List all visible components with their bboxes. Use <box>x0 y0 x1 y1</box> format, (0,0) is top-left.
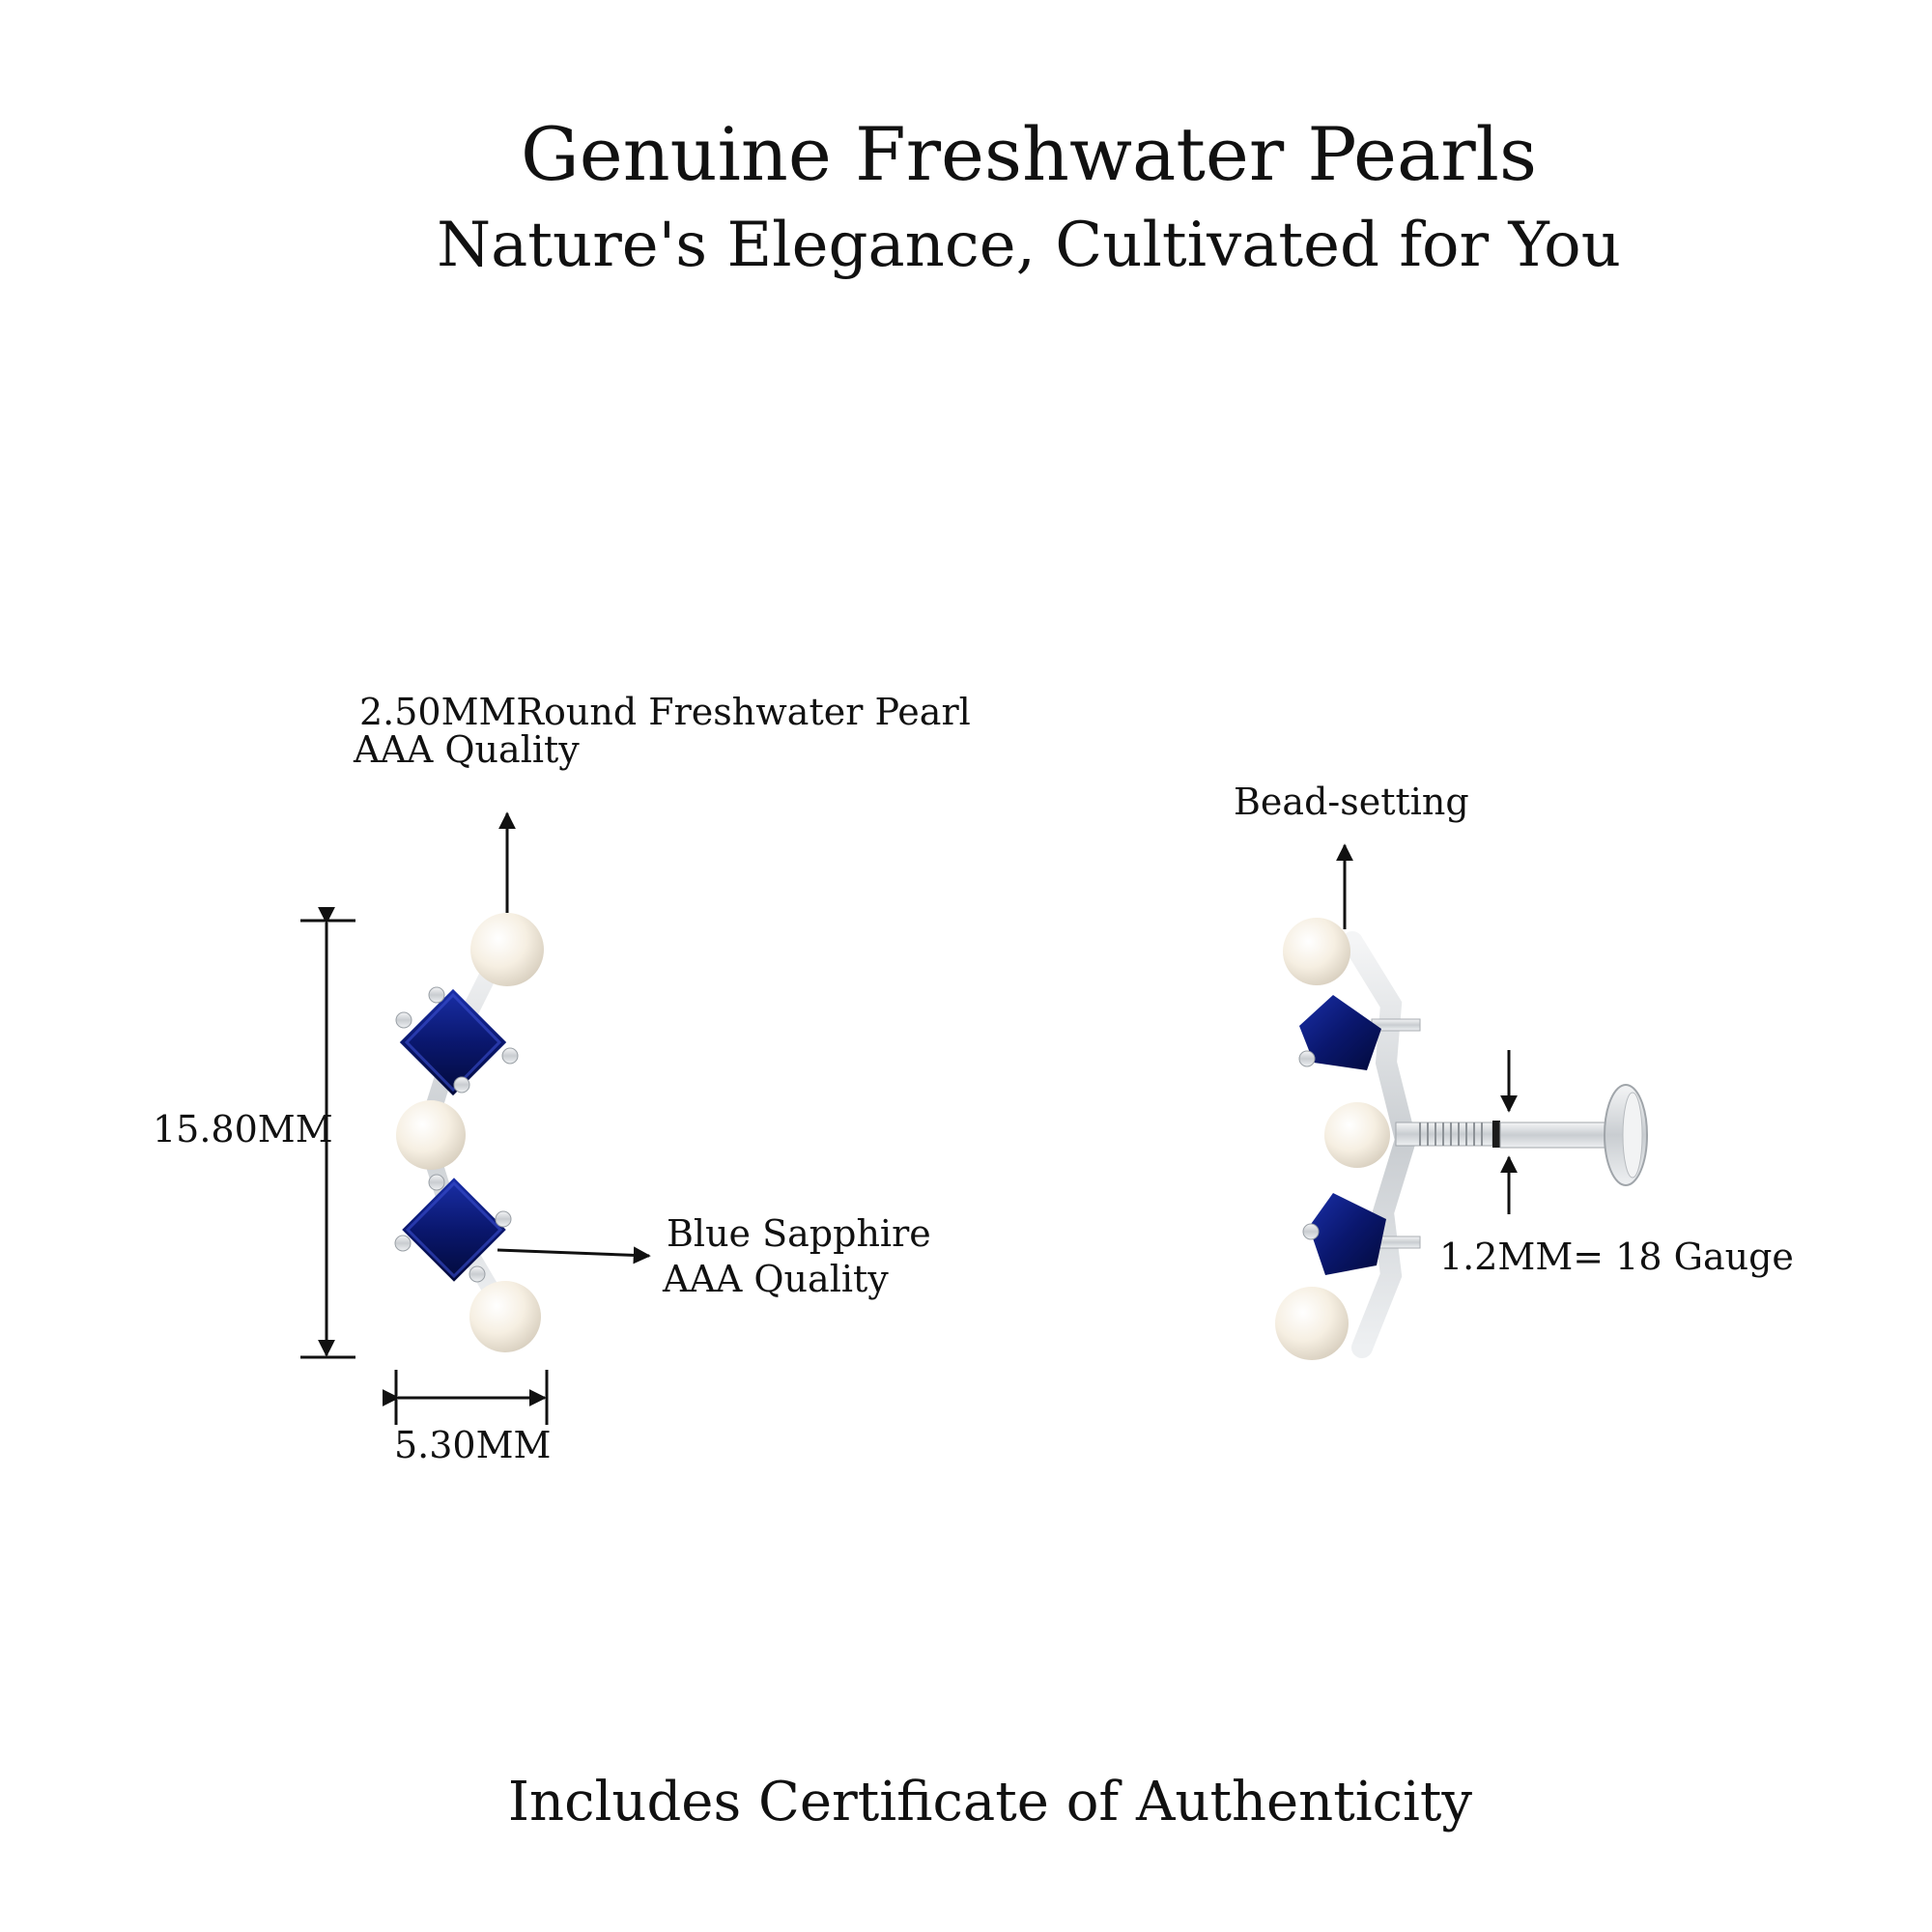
bead-setting-label: Bead-setting <box>1234 781 1469 823</box>
page-title: Genuine Freshwater Pearls <box>521 111 1537 197</box>
pearl-label-size: 2.50MMRound Freshwater Pearl <box>359 691 971 733</box>
pearl-label-quality: AAA Quality <box>354 728 580 771</box>
gauge-label: 1.2MM= 18 Gauge <box>1439 1236 1794 1278</box>
pearl-bottom <box>469 1281 541 1352</box>
pearl-middle <box>396 1100 466 1170</box>
width-dimension-label: 5.30MM <box>394 1424 552 1466</box>
front-view-dimensions <box>300 811 651 1425</box>
front-view-earring <box>394 913 544 1352</box>
height-dimension-label: 15.80MM <box>153 1108 333 1151</box>
side-view-dimensions <box>1336 843 1518 1214</box>
side-sapphire-bottom <box>1309 1193 1386 1275</box>
sapphire-bottom <box>394 1174 512 1283</box>
side-pearl-middle <box>1324 1102 1390 1168</box>
certificate-note: Includes Certificate of Authenticity <box>507 1771 1473 1833</box>
threaded-post <box>1395 1084 1648 1186</box>
side-pearl-bottom <box>1275 1287 1349 1360</box>
sapphire-callout-arrow <box>497 1246 651 1264</box>
sapphire-top <box>395 986 519 1096</box>
sapphire-label-name: Blue Sapphire <box>667 1212 931 1255</box>
pearl-top <box>470 913 544 986</box>
sapphire-label-quality: AAA Quality <box>663 1258 889 1300</box>
side-pearl-top <box>1283 918 1350 985</box>
page-subtitle: Nature's Elegance, Cultivated for You <box>437 210 1621 281</box>
side-view-earring <box>1275 918 1648 1360</box>
side-sapphire-top <box>1299 995 1381 1070</box>
